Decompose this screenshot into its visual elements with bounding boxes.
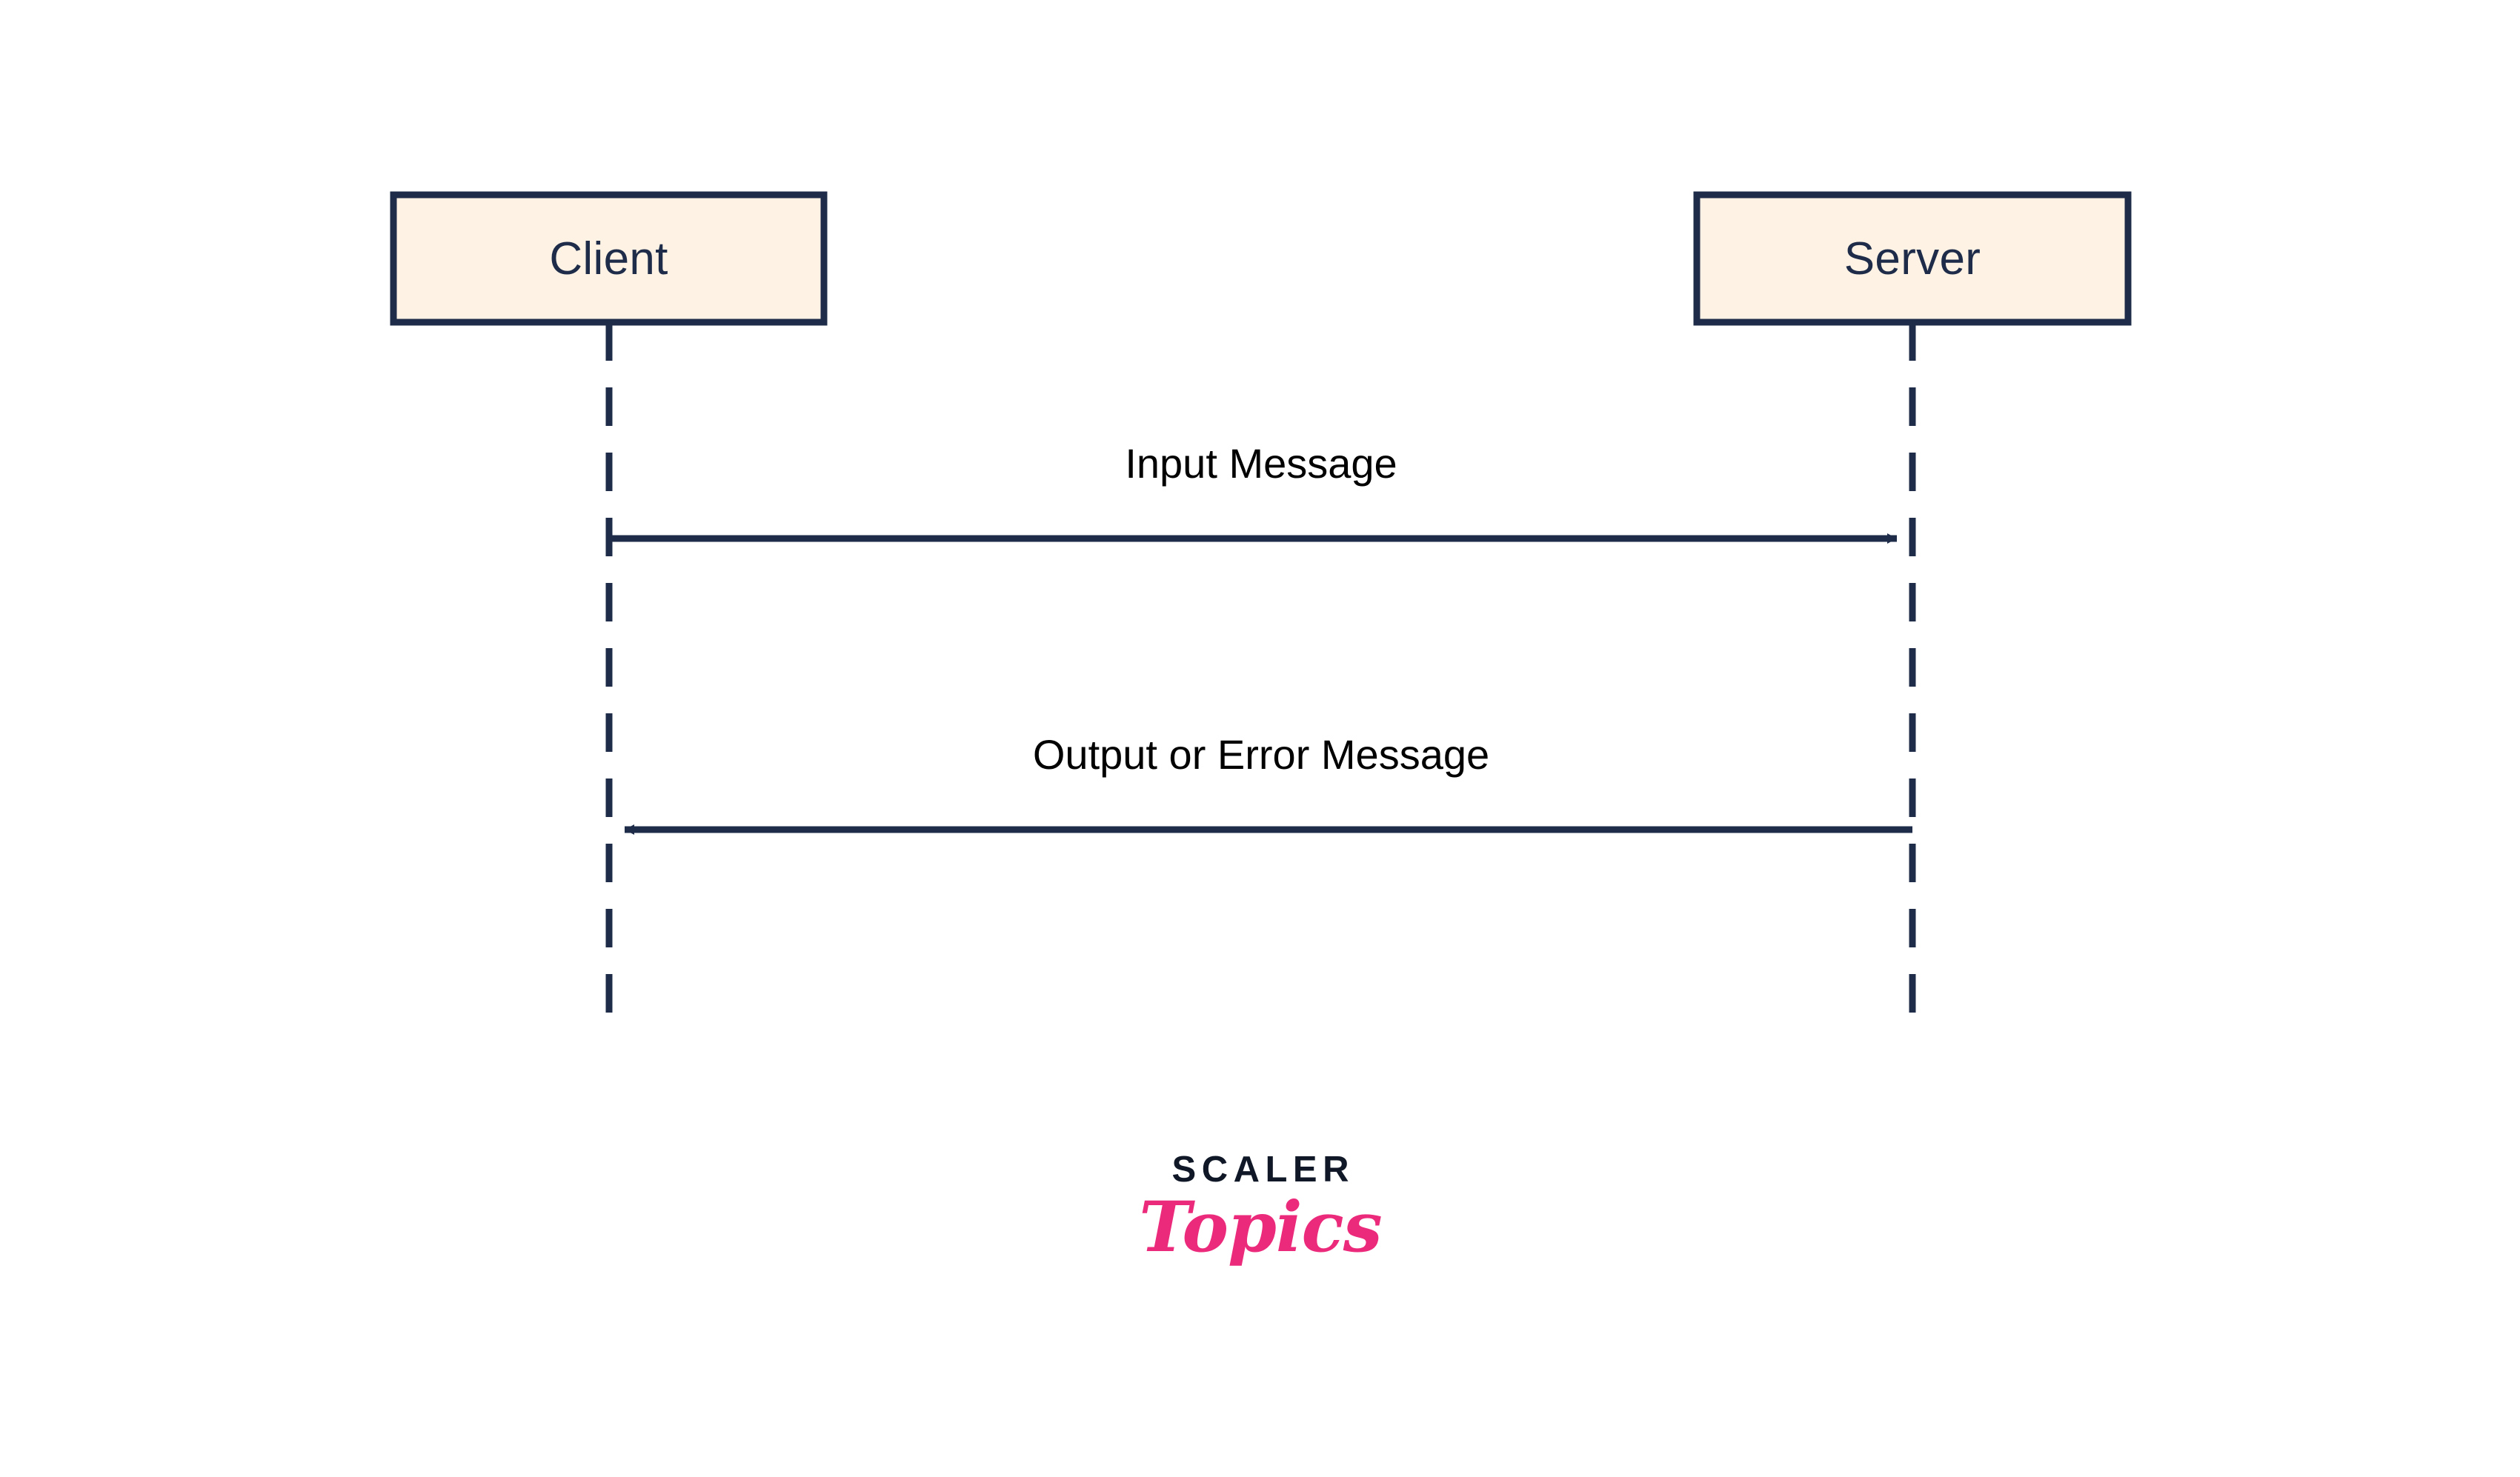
logo-product-text: Topics [1139,1187,1382,1268]
participant-box-client[interactable] [390,191,828,326]
message-label-input-message: Input Message [1125,440,1397,487]
message-label-output-or-error-message: Output or Error Message [1032,731,1490,778]
participant-box-server[interactable] [1693,191,2132,326]
scaler-topics-logo: SCALER Topics [1001,1150,1520,1268]
logo-brand-text: SCALER [1171,1150,1354,1190]
